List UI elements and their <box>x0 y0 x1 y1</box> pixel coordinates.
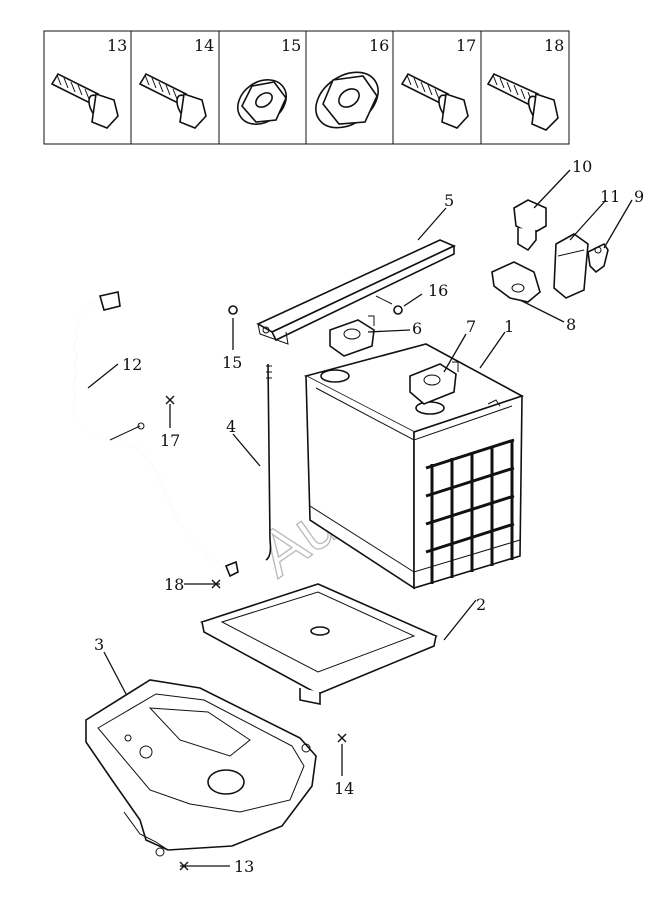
negative-terminal <box>329 315 375 357</box>
leader-lines <box>87 169 633 867</box>
marker-14 <box>337 733 347 743</box>
fuse-holder <box>513 199 547 252</box>
callout-8: 8 <box>566 315 576 334</box>
fastener-cell-13: 13 <box>50 36 127 129</box>
battery-tray <box>199 583 439 705</box>
hex-flange-bolt-icon <box>50 72 119 129</box>
fastener-number-18: 18 <box>544 36 564 55</box>
flange-nut-15 <box>228 305 238 315</box>
callout-labels: 1 2 3 4 5 6 7 8 9 10 11 12 13 14 15 16 1… <box>94 157 644 876</box>
hex-flange-bolt-icon <box>400 72 469 129</box>
cable-lug <box>587 242 609 274</box>
callout-18: 18 <box>164 575 184 594</box>
hold-down-rod <box>265 363 272 561</box>
cell-grid <box>425 438 515 584</box>
marker-18 <box>211 579 221 589</box>
callout-6: 6 <box>412 319 422 338</box>
callout-16: 16 <box>428 281 448 300</box>
fastener-number-15: 15 <box>281 36 301 55</box>
callout-14: 14 <box>334 779 354 798</box>
callout-7: 7 <box>466 317 476 336</box>
fastener-number-16: 16 <box>369 36 389 55</box>
hex-flange-bolt-icon <box>486 72 559 131</box>
fastener-cell-17: 17 <box>400 36 476 129</box>
callout-11: 11 <box>600 187 620 206</box>
callout-3: 3 <box>94 635 104 654</box>
battery <box>303 343 525 590</box>
fastener-number-13: 13 <box>107 36 127 55</box>
callout-15: 15 <box>222 353 242 372</box>
positive-terminal <box>409 361 459 405</box>
callout-9: 9 <box>634 187 644 206</box>
terminal-cover <box>491 261 541 303</box>
flange-nut-icon <box>315 71 379 129</box>
flange-nut-16 <box>393 305 403 315</box>
marker-13 <box>179 861 189 871</box>
hex-flange-bolt-icon <box>138 72 207 129</box>
callout-12: 12 <box>122 355 142 374</box>
hold-down-clamp <box>256 239 456 345</box>
callout-1: 1 <box>504 317 514 336</box>
fastener-cell-16: 16 <box>315 36 389 129</box>
callout-2: 2 <box>476 595 486 614</box>
fastener-number-17: 17 <box>456 36 476 55</box>
fastener-number-14: 14 <box>194 36 214 55</box>
callout-13: 13 <box>234 857 254 876</box>
marker-17 <box>165 395 175 405</box>
fuse-box-cover <box>553 233 589 299</box>
fastener-cell-18: 18 <box>486 36 564 131</box>
battery-bracket <box>85 679 317 857</box>
fastener-cell-15: 15 <box>237 36 301 125</box>
callout-4: 4 <box>226 417 236 436</box>
fastener-markers <box>165 395 347 871</box>
fastener-table: 13 14 15 <box>43 30 570 145</box>
callout-5: 5 <box>444 191 454 210</box>
ground-cable <box>72 291 239 578</box>
flange-nut-icon <box>237 79 287 125</box>
fastener-cell-14: 14 <box>138 36 214 129</box>
callout-10: 10 <box>572 157 592 176</box>
callout-17: 17 <box>160 431 180 450</box>
